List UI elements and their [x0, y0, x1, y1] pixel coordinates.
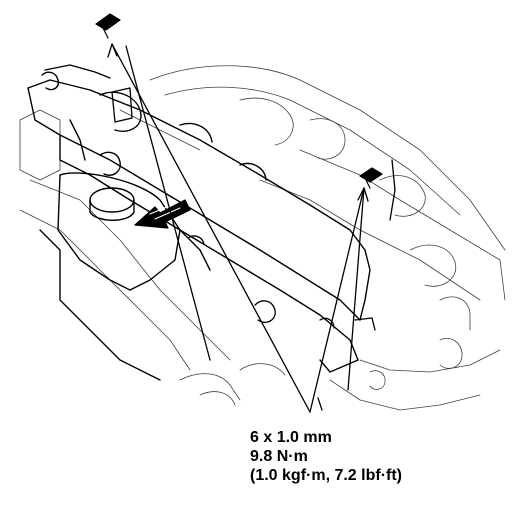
bolt-right: [359, 167, 383, 189]
torque-alt-label: (1.0 kgf·m, 7.2 lbf·ft): [250, 467, 403, 484]
bolt-top-left: [95, 13, 121, 39]
torque-spec-callout: 6 x 1.0 mm 9.8 N·m (1.0 kgf·m, 7.2 lbf·f…: [250, 428, 505, 485]
manifold-rail: [27, 64, 371, 373]
engine-background: [19, 65, 506, 411]
radiator-cap: [39, 151, 211, 381]
torque-nm-label: 9.8 N·m: [250, 448, 308, 465]
leader-lines: [107, 43, 396, 413]
direction-arrow: [134, 199, 191, 229]
cover-bracket: [111, 87, 376, 331]
bolt-size-label: 6 x 1.0 mm: [250, 429, 332, 446]
